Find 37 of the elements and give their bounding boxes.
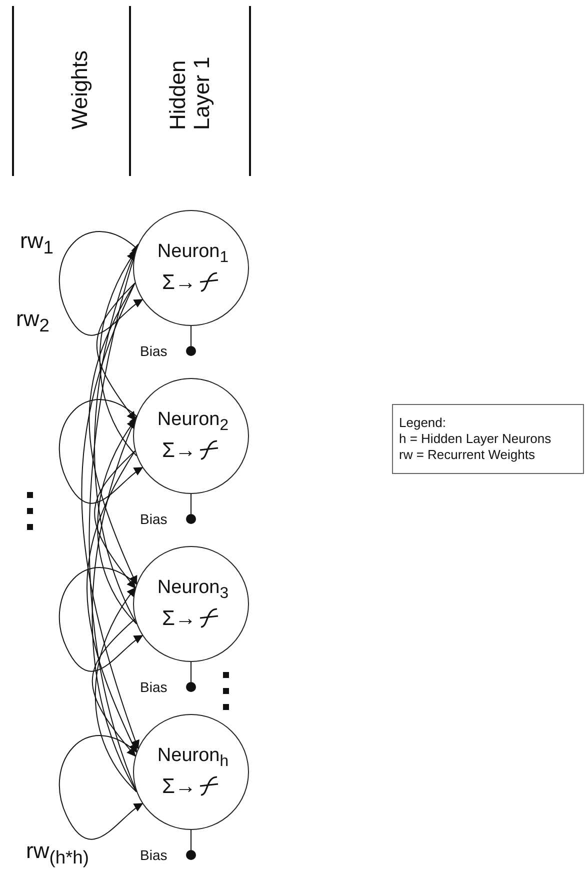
neuron-label: Neuron$_{1}$: [156, 242, 229, 266]
legend-box: [392, 404, 584, 474]
sum-arrow-symbol: Σ→: [162, 776, 196, 797]
legend-text: Legend:: [399, 415, 447, 431]
neuron-label: Neuron$_{3}$: [156, 578, 229, 602]
recurrent-arrow: [92, 415, 138, 792]
column-header: Hidden Layer 1: [166, 56, 214, 130]
bias-connector: [186, 494, 196, 524]
recurrent-arrow: [81, 282, 140, 750]
recurrent-arrow: [94, 450, 136, 589]
legend-text: h = Hidden Layer Neurons: [399, 431, 552, 447]
recurrent-arrow: [59, 567, 144, 672]
recurrent-arrow: [88, 282, 138, 585]
bias-label: Bias: [140, 849, 188, 861]
bias-label: Bias: [140, 681, 188, 693]
neuron-label: Neuron$_{h}$: [156, 746, 229, 770]
legend-text: rw = Recurrent Weights: [399, 447, 536, 463]
recurrent-arrow: [59, 399, 144, 504]
bias-connector: [186, 326, 196, 356]
recurrent-arrow: [59, 735, 144, 840]
column-header: Weights: [68, 50, 92, 130]
bias-label: Bias: [140, 513, 188, 525]
weight-label: rw$_{2}$: [16, 306, 50, 336]
recurrent-arrow: [94, 587, 137, 792]
sum-arrow-symbol: Σ→: [162, 608, 196, 629]
recurrent-arrow: [86, 450, 138, 753]
recurrent-arrow: [59, 231, 144, 336]
weight-label: rw$_{1}$: [20, 228, 54, 258]
recurrent-arrow: [96, 282, 136, 421]
weight-label: rw$_{(h*h)}$: [26, 838, 89, 868]
bias-connector: [186, 830, 196, 860]
bias-label: Bias: [140, 345, 188, 357]
neuron-label: Neuron$_{2}$: [156, 410, 229, 434]
sum-arrow-symbol: Σ→: [162, 272, 196, 293]
sum-arrow-symbol: Σ→: [162, 440, 196, 461]
recurrent-arrow: [92, 618, 136, 757]
bias-connector: [186, 662, 196, 692]
